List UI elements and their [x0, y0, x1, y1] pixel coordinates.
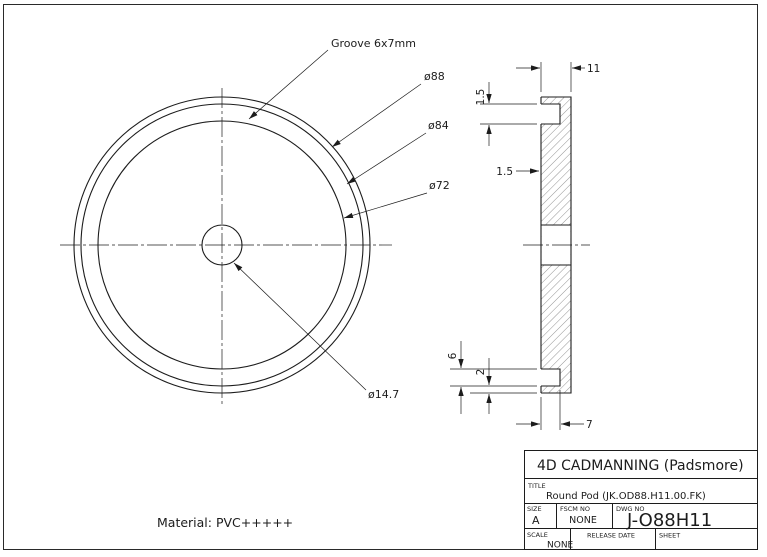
dim-width-11: 11 — [516, 62, 600, 92]
label-d72: ø72 — [429, 179, 450, 192]
svg-text:11: 11 — [587, 63, 600, 75]
svg-text:1.5: 1.5 — [475, 89, 487, 106]
circle-d72 — [97, 120, 347, 370]
label-d14-7: ø14.7 — [368, 388, 399, 401]
dim-groove-depth-7: 7 — [516, 390, 593, 431]
leader-d14-7 — [233, 262, 367, 391]
section-view: 11 1.5 1.5 6 2 — [447, 62, 600, 431]
page-border — [3, 4, 758, 550]
leader-d88 — [331, 83, 422, 148]
material-note: Material: PVC+++++ — [157, 515, 293, 530]
front-view: Groove 6x7mm ø88 ø84 ø72 ø14.7 — [60, 37, 450, 404]
scale-label: SCALE — [527, 531, 548, 539]
circle-d84 — [80, 103, 364, 387]
title-block: 4D CADMANNING (Padsmore) TITLE Round Pod… — [524, 450, 758, 551]
groove-notch-top — [540, 104, 560, 124]
company-name: 4D CADMANNING (Padsmore) — [537, 458, 744, 474]
release-date-label: RELEASE DATE — [587, 532, 635, 540]
fscm-label: FSCM NO — [560, 505, 590, 513]
dwg-no-value: J-O88H11 — [626, 510, 712, 531]
label-d88: ø88 — [424, 70, 445, 83]
leader-groove — [248, 49, 329, 120]
leader-d72 — [343, 192, 428, 219]
svg-text:7: 7 — [586, 419, 593, 431]
svg-text:1.5: 1.5 — [496, 166, 513, 178]
svg-text:6: 6 — [447, 352, 459, 359]
label-groove: Groove 6x7mm — [331, 37, 416, 50]
dwg-no-label: DWG NO — [616, 505, 645, 513]
dim-groove-width-6: 6 — [447, 341, 537, 414]
title-label: TITLE — [527, 482, 546, 490]
dim-lip-bottom-2: 2 — [470, 358, 537, 414]
label-d84: ø84 — [428, 119, 449, 132]
dim-step-1-5: 1.5 — [496, 166, 539, 178]
size-label: SIZE — [527, 505, 542, 513]
fscm-value: NONE — [569, 515, 597, 526]
dim-lip-top-1-5: 1.5 — [475, 82, 537, 146]
svg-text:2: 2 — [475, 369, 487, 376]
circle-d88 — [73, 96, 371, 394]
sheet-label: SHEET — [659, 532, 680, 540]
groove-notch-bottom — [540, 369, 560, 386]
leader-d84 — [346, 132, 427, 185]
size-value: A — [532, 514, 540, 527]
scale-value: NONE — [547, 541, 574, 551]
title-value: Round Pod (JK.OD88.H11.00.FK) — [546, 491, 706, 502]
center-hole-d14-7 — [201, 224, 243, 266]
